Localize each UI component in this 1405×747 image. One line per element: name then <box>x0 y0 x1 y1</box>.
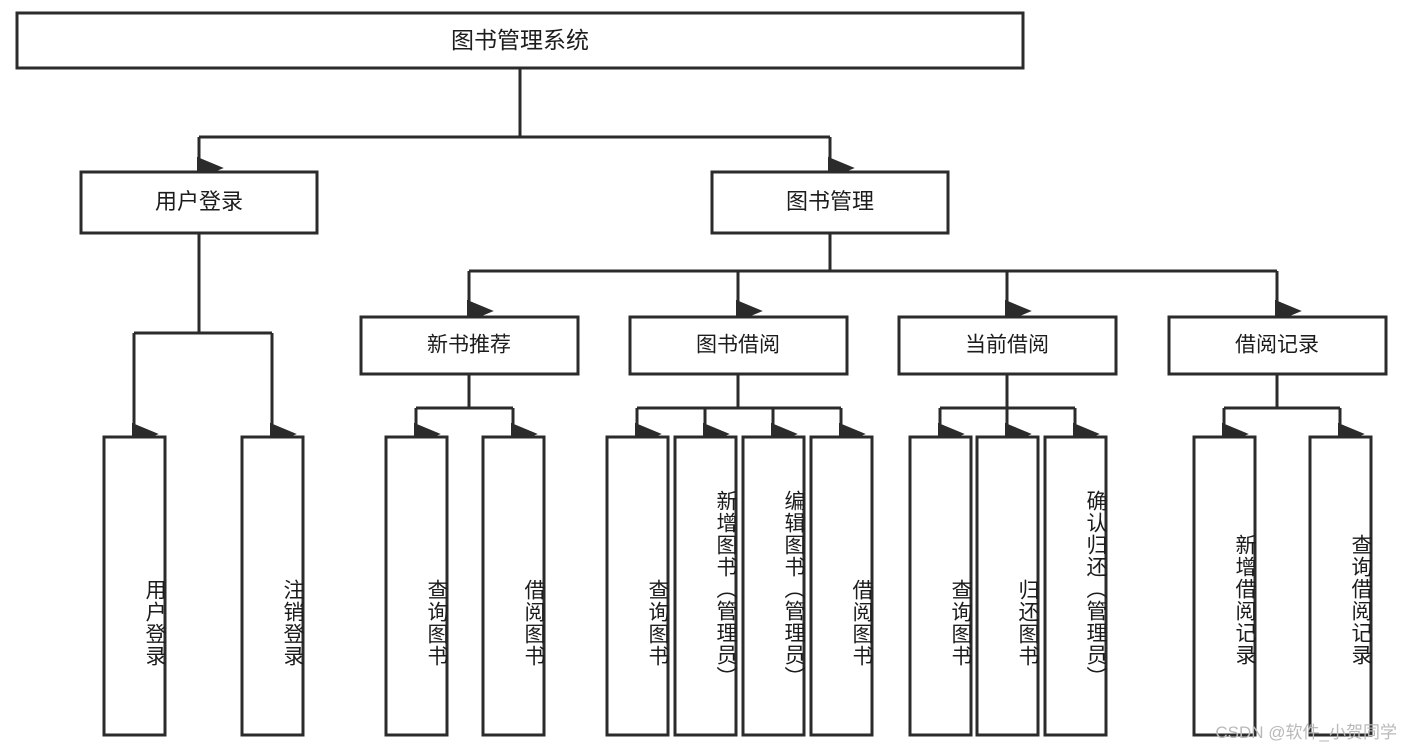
leaf-box-add-record[interactable] <box>1192 435 1257 737</box>
leaf-box-borrow-book-1[interactable] <box>481 435 546 737</box>
leaf-box-logout[interactable] <box>240 435 305 737</box>
node-book-borrow-label: 图书借阅 <box>696 334 780 357</box>
node-book-borrow[interactable]: 图书借阅 <box>628 315 849 376</box>
csdn-watermark: CSDN @软件_小贺同学 <box>1215 723 1397 742</box>
leaf-boxes <box>102 435 1373 737</box>
leaf-box-edit-book[interactable] <box>741 435 806 737</box>
node-new-book-recommend-label: 新书推荐 <box>427 334 511 357</box>
node-book-manage[interactable]: 图书管理 <box>710 170 950 235</box>
node-borrow-record[interactable]: 借阅记录 <box>1167 315 1388 376</box>
leaf-box-add-book[interactable] <box>673 435 738 737</box>
node-new-book-recommend[interactable]: 新书推荐 <box>359 315 580 376</box>
node-user-login[interactable]: 用户登录 <box>79 170 319 235</box>
node-user-login-label: 用户登录 <box>155 189 243 214</box>
leaf-box-query-book-2[interactable] <box>605 435 670 737</box>
node-borrow-record-label: 借阅记录 <box>1235 334 1319 357</box>
leaf-box-query-book-1[interactable] <box>384 435 449 737</box>
node-root[interactable]: 图书管理系统 <box>15 11 1025 70</box>
leaf-box-query-record[interactable] <box>1308 435 1373 737</box>
leaf-box-return-book[interactable] <box>975 435 1040 737</box>
node-current-borrow-label: 当前借阅 <box>965 334 1049 357</box>
leaf-box-user-login[interactable] <box>102 435 167 737</box>
node-root-label: 图书管理系统 <box>451 27 589 53</box>
leaf-box-query-book-3[interactable] <box>908 435 973 737</box>
leaf-box-confirm-return[interactable] <box>1043 435 1108 737</box>
leaf-box-borrow-book-2[interactable] <box>809 435 874 737</box>
node-current-borrow[interactable]: 当前借阅 <box>897 315 1118 376</box>
connectors <box>131 68 1365 446</box>
node-book-manage-label: 图书管理 <box>786 189 874 214</box>
